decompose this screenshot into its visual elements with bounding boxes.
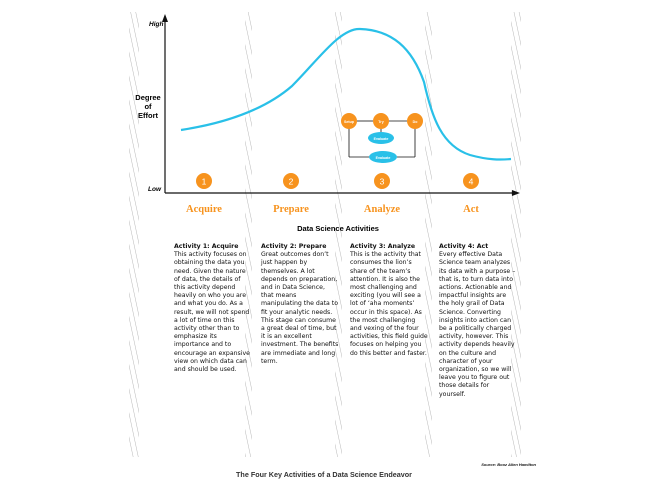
activity-number-4: 4 [469, 177, 474, 187]
activity-heading-4: Activity 4: Act [439, 243, 489, 250]
cycle-node-do-label: Do [413, 120, 419, 124]
figure-caption: The Four Key Activities of a Data Scienc… [236, 470, 412, 479]
activity-description-1: Activity 1: Acquire This activity focuse… [174, 243, 252, 374]
hatch-divider-2 [335, 12, 342, 457]
activity-number-circle-1 [196, 173, 212, 189]
effort-curve [180, 27, 512, 161]
activity-heading-2: Activity 2: Prepare [261, 243, 327, 250]
activity-heading-1: Activity 1: Acquire [174, 243, 239, 250]
cycle-node-try [373, 113, 389, 129]
cycle-node-evaluate-1 [368, 132, 394, 144]
activity-number-circle-4 [463, 173, 479, 189]
activity-body-2: Great outcomes don’t just happen by them… [261, 251, 339, 365]
cycle-node-setup [341, 113, 357, 129]
activity-number-3: 3 [380, 177, 385, 187]
cycle-node-do [407, 113, 423, 129]
activity-name-act: Act [463, 204, 479, 215]
analyze-cycle-diagram: Setup Try Do Evaluate Evaluate [341, 113, 423, 163]
activity-number-circle-2 [283, 173, 299, 189]
y-axis-high-label: High [149, 21, 163, 28]
section-title: Data Science Activities [297, 224, 379, 233]
x-axis-arrowhead [512, 190, 520, 196]
activity-number-1: 1 [202, 177, 207, 187]
cycle-node-setup-label: Setup [344, 120, 355, 124]
y-axis-low-label: Low [148, 186, 162, 193]
activity-body-4: Every effective Data Science team analyz… [439, 251, 516, 398]
activity-name-prepare: Prepare [273, 204, 309, 215]
hatch-divider-1 [245, 12, 252, 457]
activity-body-1: This activity focuses on obtaining the d… [174, 251, 250, 374]
source-credit: Source: Booz Allen Hamilton [481, 462, 536, 467]
activity-description-3: Activity 3: Analyze This is the activity… [350, 243, 428, 358]
y-axis-title-line-3: Effort [138, 111, 158, 120]
hatch-divider-right [511, 12, 521, 457]
cycle-node-evaluate-2-label: Evaluate [376, 156, 391, 160]
activity-description-4: Activity 4: Act Every effective Data Sci… [439, 243, 517, 399]
cycle-node-try-label: Try [378, 120, 383, 124]
activity-name-analyze: Analyze [364, 204, 401, 215]
y-axis-title-line-2: of [144, 102, 152, 111]
activity-description-2: Activity 2: Prepare Great outcomes don’t… [261, 243, 339, 366]
hatch-divider-left [129, 12, 139, 457]
activity-number-circle-3 [374, 173, 390, 189]
activity-body-3: This is the activity that consumes the l… [350, 251, 428, 357]
cycle-node-evaluate-2 [369, 151, 397, 163]
activity-number-2: 2 [289, 177, 294, 187]
y-axis-arrowhead [162, 14, 168, 22]
activity-name-acquire: Acquire [186, 204, 222, 215]
y-axis-title-line-1: Degree [135, 93, 160, 102]
activity-heading-3: Activity 3: Analyze [350, 243, 416, 250]
cycle-node-evaluate-1-label: Evaluate [374, 137, 389, 141]
hatch-divider-3 [425, 12, 432, 457]
